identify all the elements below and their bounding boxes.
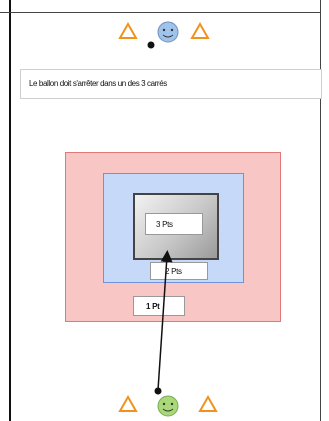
cone-icon	[118, 21, 138, 39]
smiley-face-icon	[157, 395, 179, 417]
ball-icon	[147, 41, 155, 49]
left-top-stub	[0, 12, 10, 13]
instruction-box: Le ballon doit s'arrêter dans un des 3 c…	[20, 69, 322, 99]
left-border	[9, 0, 11, 421]
cone-icon	[118, 394, 138, 412]
trajectory-arrow-icon	[157, 250, 173, 391]
smiley-face-icon	[157, 21, 179, 43]
label-3pts: 3 Pts	[156, 220, 173, 229]
label-box-3pts: 3 Pts	[145, 213, 203, 235]
label-box-2pts: 2 Pts	[150, 262, 208, 280]
cone-icon	[198, 394, 218, 412]
right-border	[320, 0, 321, 421]
label-2pts: 2 Pts	[165, 267, 182, 276]
instruction-text: Le ballon doit s'arrêter dans un des 3 c…	[29, 79, 167, 88]
ball-icon	[154, 387, 162, 395]
top-border	[9, 12, 321, 13]
label-1pt: 1 Pt	[146, 302, 160, 311]
label-box-1pt: 1 Pt	[133, 296, 185, 316]
cone-icon	[190, 21, 210, 39]
